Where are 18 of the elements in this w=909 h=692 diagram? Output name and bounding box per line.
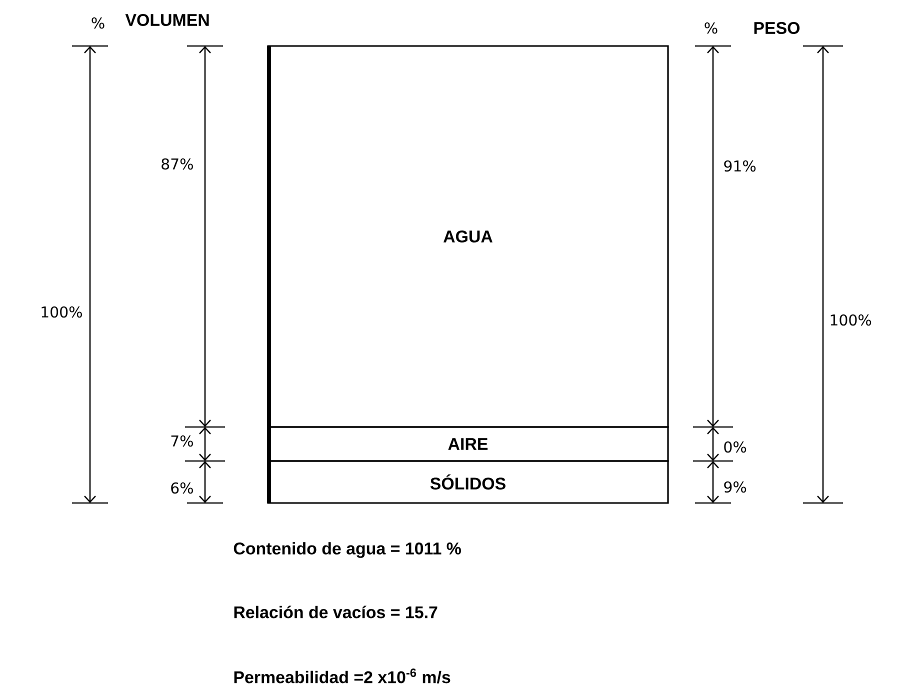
axis-heading: VOLUMEN: [125, 14, 209, 26]
property-note: Permeabilidad =2 x10$^{-6}$ m/s: [234, 668, 450, 684]
dimension-label: 9%: [724, 481, 746, 493]
axis-heading: PESO: [754, 22, 800, 34]
unit-label: %: [704, 22, 718, 34]
dimension-label: 6%: [171, 482, 193, 494]
dimension-label: 0%: [724, 441, 746, 453]
dimension-label: 91%: [724, 160, 756, 172]
soil-phase-band: AGUA: [267, 45, 669, 428]
property-note: Relación de vacíos = 15.7: [234, 606, 438, 618]
property-note: Contenido de agua = 1011 %: [234, 542, 461, 558]
dimension-label: 7%: [171, 435, 193, 447]
soil-phase-band: AIRE: [267, 426, 669, 462]
unit-label: %: [92, 17, 104, 29]
dimension-label: 87%: [162, 158, 193, 170]
dimension-label: 100%: [42, 306, 82, 318]
soil-phase-band: SÓLIDOS: [267, 460, 669, 504]
dimension-label: 100%: [830, 314, 872, 326]
